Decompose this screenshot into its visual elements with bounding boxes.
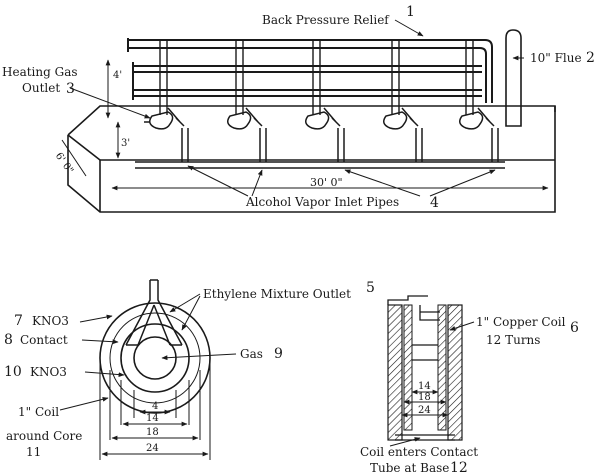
- vapor-manifold: [135, 161, 505, 169]
- tube-dimension-24-label: 24: [418, 405, 431, 416]
- tube-dimensions: [401, 389, 449, 418]
- contact-units: [144, 107, 499, 162]
- label-number-10: 10: [4, 364, 22, 380]
- label-number-3: 3: [66, 81, 75, 97]
- dimension-18-label: 18: [146, 427, 159, 438]
- label-number-7: 7: [14, 313, 23, 329]
- cross-section-dimensions: [99, 360, 211, 460]
- label-number-11: 11: [26, 445, 41, 459]
- coil-enters-label-line1: Coil enters Contact: [360, 445, 478, 459]
- tube-inner-wall-left: [403, 304, 413, 431]
- header-pipes: [127, 38, 493, 103]
- coil-enters-label-line2: Tube at Base: [370, 461, 449, 475]
- label-number-9: 9: [274, 346, 283, 362]
- ethylene-outlet-label: Ethylene Mixture Outlet: [203, 287, 351, 301]
- label-number-1: 1: [406, 4, 415, 20]
- contact-unit: [383, 107, 423, 162]
- flue: [505, 29, 522, 127]
- cross-section-leaders: [59, 293, 237, 411]
- coil-around-core-label-line2: around Core: [6, 429, 82, 443]
- label-number-6: 6: [570, 320, 579, 336]
- contact-label: Contact: [20, 333, 68, 347]
- gas-label: Gas: [240, 347, 263, 361]
- tube-section-drawing: 1" Copper Coil 12 Turns 6 14 18 24 Coil …: [360, 295, 579, 476]
- label-number-5: 5: [366, 280, 375, 296]
- label-number-12: 12: [450, 460, 468, 476]
- tube-leaders: [389, 321, 475, 447]
- furnace-box: [67, 105, 556, 213]
- furnace-drawing: Back Pressure Relief 1 10" Flue 2 Heatin…: [2, 4, 595, 213]
- furnace-leaders: [69, 19, 524, 197]
- back-pressure-relief-label: Back Pressure Relief: [262, 13, 390, 27]
- dimension-4-label: 4: [152, 401, 158, 412]
- coil-around-core-label-line1: 1" Coil: [18, 405, 59, 419]
- contact-unit: [227, 107, 267, 162]
- tube-outlet-and-coil: [387, 295, 455, 441]
- label-number-4: 4: [430, 195, 439, 211]
- kno3-outer-label: KNO3: [32, 314, 69, 328]
- height-upper-dimension-label: 4': [113, 70, 122, 81]
- heating-gas-outlet-label-line2: Outlet: [22, 81, 60, 95]
- tube-dimension-18-label: 18: [418, 392, 431, 403]
- tube-inner-wall-right: [437, 304, 447, 431]
- height-lower-dimension-label: 3': [121, 138, 130, 149]
- copper-coil-label-line1: 1" Copper Coil: [476, 315, 566, 329]
- concentric-rings: [99, 302, 211, 414]
- copper-coil-label-line2: 12 Turns: [486, 333, 540, 347]
- cross-section-drawing: Ethylene Mixture Outlet 5 7 KNO3 8 Conta…: [4, 279, 375, 460]
- flue-label: 10" Flue: [530, 51, 582, 65]
- heating-gas-outlet-label-line1: Heating Gas: [2, 65, 78, 79]
- label-number-2: 2: [586, 50, 595, 66]
- dimension-24-label: 24: [146, 443, 159, 454]
- contact-unit: [305, 107, 345, 162]
- tube-wall-right: [447, 304, 463, 441]
- unit-risers: [159, 40, 474, 115]
- outlet-fork-pipe: [125, 279, 183, 346]
- tube-dimension-14-label: 14: [418, 381, 431, 392]
- contact-unit: [459, 107, 499, 162]
- kno3-inner-label: KNO3: [30, 365, 67, 379]
- length-dimension-label: 30' 0": [310, 176, 343, 189]
- tube-wall-left: [387, 304, 403, 441]
- dimension-14-label: 14: [146, 413, 159, 424]
- contact-unit: [144, 107, 189, 162]
- alcohol-vapor-inlet-label: Alcohol Vapor Inlet Pipes: [245, 195, 399, 209]
- label-number-8: 8: [4, 332, 13, 348]
- furnace-dimensions: [61, 59, 549, 191]
